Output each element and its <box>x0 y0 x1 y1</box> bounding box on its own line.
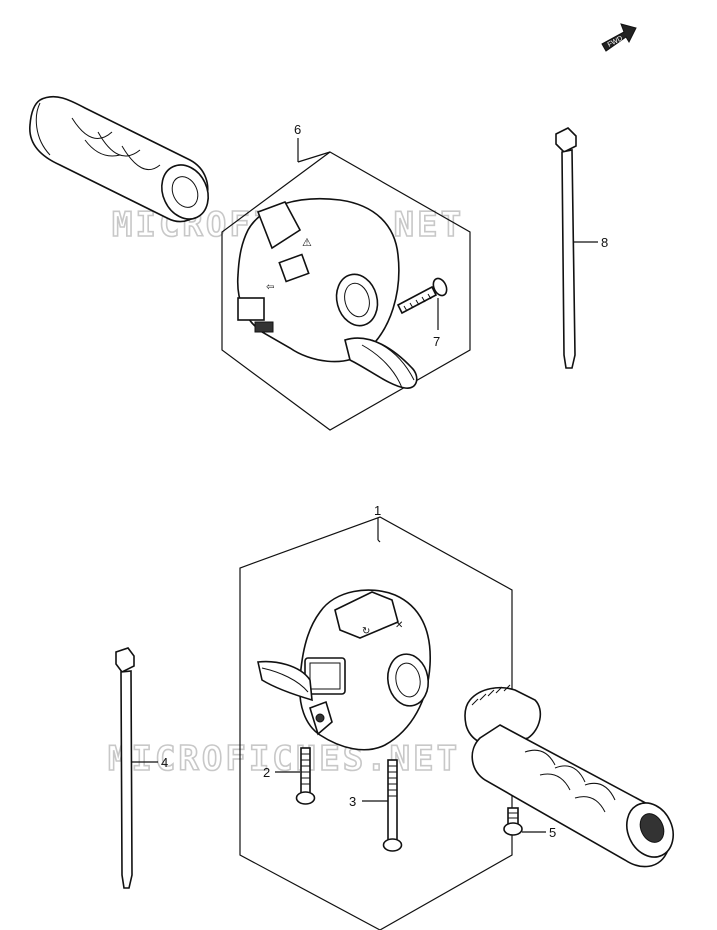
cable-tie-8 <box>555 127 577 369</box>
screw-3 <box>382 759 403 852</box>
screw-5 <box>503 807 523 836</box>
callout-7: 7 <box>433 334 440 349</box>
watermark-bottom: MICROFICHES.NET <box>108 739 460 779</box>
callout-5: 5 <box>549 825 556 840</box>
starter-icon: ↻ <box>362 626 370 637</box>
callout-2: 2 <box>263 765 270 780</box>
assy-6-frame <box>221 151 471 431</box>
hazard-icon: ⚠ <box>302 236 312 249</box>
fwd-label: FWD <box>607 35 624 49</box>
left-handlebar-grip <box>29 95 209 223</box>
right-handlebar-switch-assy: ↻ ✕ <box>257 589 431 751</box>
right-handlebar-grip <box>464 684 674 868</box>
screw-2 <box>295 747 316 805</box>
assy-1-frame <box>239 516 513 930</box>
callout-8: 8 <box>601 235 608 250</box>
turn-signal-icon: ⇦ <box>266 282 274 293</box>
cable-tie-4 <box>115 647 135 889</box>
callout-1: 1 <box>374 503 381 518</box>
fwd-arrow-icon: FWD <box>601 23 637 52</box>
left-handlebar-switch-assy: ⚠ ⇦ <box>236 197 418 389</box>
callout-3: 3 <box>349 794 356 809</box>
callout-6: 6 <box>294 122 301 137</box>
kill-switch-icon: ✕ <box>395 620 403 631</box>
callout-4: 4 <box>161 755 168 770</box>
screw-7 <box>396 277 448 315</box>
